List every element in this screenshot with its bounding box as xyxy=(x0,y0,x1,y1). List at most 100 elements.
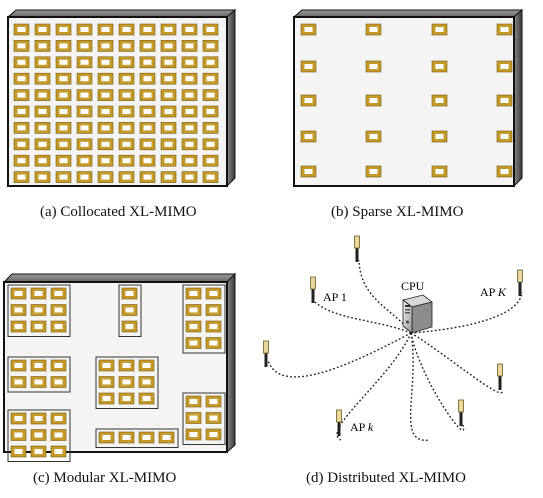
fronthaul-cable xyxy=(410,332,465,431)
antenna-element xyxy=(205,428,222,441)
fronthaul-cable xyxy=(410,332,503,394)
antenna-element xyxy=(76,89,93,101)
antenna-element xyxy=(50,359,67,372)
antenna-element xyxy=(118,122,135,134)
cpu-computer-icon xyxy=(402,294,433,334)
antenna-element xyxy=(160,56,177,69)
antenna-element xyxy=(98,392,115,405)
antenna-element xyxy=(10,359,27,372)
antenna-element xyxy=(97,154,114,167)
antenna-element xyxy=(139,23,156,36)
antenna-element xyxy=(55,122,72,134)
antenna-element xyxy=(205,412,222,424)
antenna-element xyxy=(34,138,51,151)
antenna-element xyxy=(365,165,382,178)
antenna-element xyxy=(30,287,47,300)
antenna-element xyxy=(300,94,317,107)
antenna-element xyxy=(365,130,382,143)
antenna-element xyxy=(30,320,47,333)
antenna-element xyxy=(97,56,114,69)
antenna-element xyxy=(10,376,27,388)
antenna-element xyxy=(139,56,156,69)
access-point-antenna-icon xyxy=(517,269,523,296)
antenna-element xyxy=(55,171,72,183)
antenna-element xyxy=(185,304,202,316)
antenna-element xyxy=(34,72,51,85)
antenna-element xyxy=(55,40,72,52)
antenna-element xyxy=(202,138,219,151)
antenna-element xyxy=(138,376,155,388)
caption-d: (d) Distributed XL-MIMO xyxy=(306,470,466,486)
antenna-element xyxy=(30,376,47,388)
antenna-element xyxy=(13,154,30,167)
antenna-element xyxy=(30,412,47,425)
antenna-element xyxy=(300,23,317,36)
panel-a-collocated xyxy=(6,8,237,188)
antenna-element xyxy=(118,171,135,183)
antenna-element xyxy=(121,304,138,316)
antenna-element xyxy=(160,105,177,118)
antenna-element xyxy=(181,138,198,151)
caption-a: (a) Collocated XL-MIMO xyxy=(40,204,197,220)
antenna-element xyxy=(55,23,72,36)
antenna-element xyxy=(300,165,317,178)
antenna-element xyxy=(10,445,27,458)
antenna-element xyxy=(202,89,219,101)
antenna-element xyxy=(50,304,67,316)
antenna-module xyxy=(95,356,159,409)
antenna-element xyxy=(138,359,155,372)
antenna-element xyxy=(55,89,72,101)
antenna-element xyxy=(118,359,135,372)
panel-c-modular xyxy=(2,272,237,462)
fronthaul-cable xyxy=(267,332,412,378)
antenna-module xyxy=(182,284,226,354)
antenna-element xyxy=(76,171,93,183)
antenna-element xyxy=(76,138,93,151)
antenna-element xyxy=(34,23,51,36)
fronthaul-cable xyxy=(409,332,431,441)
antenna-element xyxy=(185,320,202,333)
antenna-element xyxy=(139,89,156,101)
antenna-element xyxy=(202,72,219,85)
panel-a-antenna-array xyxy=(13,23,219,183)
antenna-element xyxy=(139,72,156,85)
antenna-element xyxy=(181,89,198,101)
antenna-element xyxy=(76,23,93,36)
antenna-element xyxy=(118,72,135,85)
antenna-element xyxy=(160,138,177,151)
panel-d-distributed: CPU AP 1 AP K AP k xyxy=(263,235,523,441)
antenna-element xyxy=(97,105,114,118)
antenna-element xyxy=(30,359,47,372)
antenna-element xyxy=(121,287,138,300)
antenna-module xyxy=(182,392,226,445)
access-point-antenna-icon xyxy=(354,235,360,262)
access-point-antenna-icon xyxy=(497,363,503,390)
antenna-element xyxy=(160,89,177,101)
access-point-antenna-icon xyxy=(263,340,269,367)
antenna-element xyxy=(205,395,222,408)
antenna-element xyxy=(118,154,135,167)
antenna-element xyxy=(55,154,72,167)
antenna-element xyxy=(76,154,93,167)
panel-b-top-face xyxy=(292,9,524,18)
antenna-element xyxy=(30,429,47,441)
antenna-element xyxy=(181,23,198,36)
antenna-element xyxy=(76,56,93,69)
antenna-element xyxy=(55,105,72,118)
antenna-element xyxy=(10,304,27,316)
antenna-element xyxy=(205,287,222,300)
antenna-element xyxy=(34,171,51,183)
antenna-element xyxy=(118,89,135,101)
antenna-element xyxy=(431,94,448,107)
caption-c: (c) Modular XL-MIMO xyxy=(33,470,177,486)
panel-a-top-face xyxy=(6,9,237,18)
antenna-element xyxy=(55,72,72,85)
antenna-element xyxy=(185,287,202,300)
antenna-element xyxy=(205,320,222,333)
antenna-element xyxy=(34,56,51,69)
panel-b-sparse xyxy=(292,8,524,188)
antenna-element xyxy=(139,138,156,151)
panel-c-side-face xyxy=(226,272,236,454)
antenna-element xyxy=(138,431,155,444)
antenna-element xyxy=(181,40,198,52)
